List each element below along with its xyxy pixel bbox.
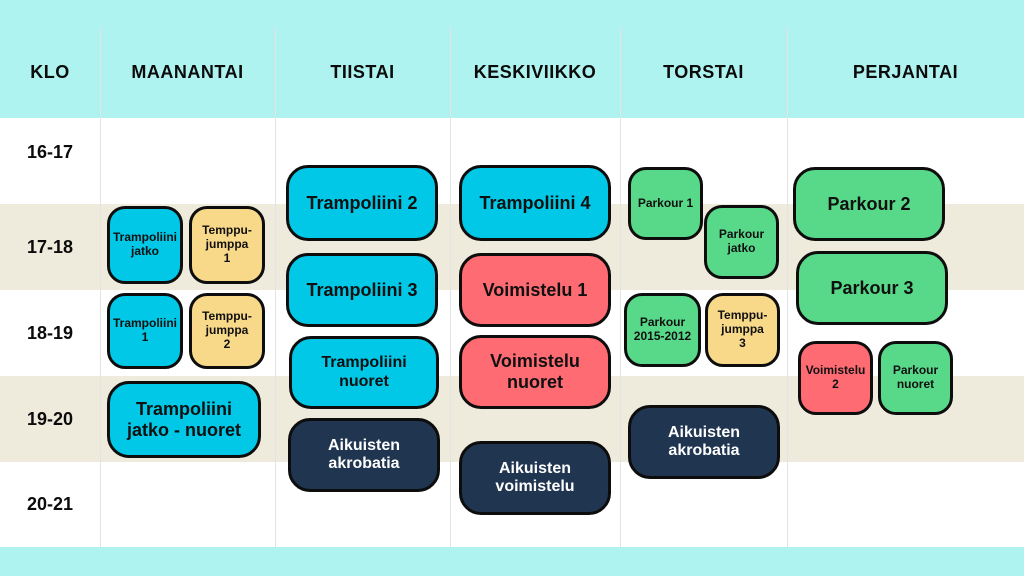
event-label: Trampoliini xyxy=(135,398,232,419)
event-parkour-3[interactable]: Parkour 3 xyxy=(796,251,948,325)
event-label: Trampoliini 2 xyxy=(306,192,418,213)
column-divider xyxy=(275,27,276,547)
time-label: 20-21 xyxy=(26,494,74,514)
time-label: 17-18 xyxy=(26,236,74,257)
event-label: Temppu- xyxy=(202,223,252,238)
event-label: Trampoliini 4 xyxy=(479,192,591,213)
column-divider xyxy=(450,27,451,547)
column-divider xyxy=(620,27,621,547)
event-label: Voimistelu xyxy=(490,351,580,372)
event-label: nuoret xyxy=(896,377,935,391)
event-label: jatko xyxy=(727,241,756,255)
event-label: Aikuisten xyxy=(667,423,740,441)
event-label: Voimistelu 1 xyxy=(482,279,588,300)
event-label: Parkour xyxy=(639,315,686,330)
event-label: Trampoliini xyxy=(112,230,177,245)
event-label: Parkour 2 xyxy=(827,193,911,214)
event-label: Temppu- xyxy=(202,309,252,324)
event-label: jumppa xyxy=(205,237,249,252)
event-label: nuoret xyxy=(507,372,563,392)
event-label: Voimistelu xyxy=(805,363,866,378)
header-tiistai: TIISTAI xyxy=(330,62,395,82)
header-row xyxy=(0,27,1024,118)
event-label: 1 xyxy=(141,330,149,344)
event-label: akrobatia xyxy=(328,455,400,472)
event-label: 2 xyxy=(832,377,839,391)
column-divider xyxy=(787,27,788,547)
event-trampoliini-3[interactable]: Trampoliini 3 xyxy=(286,253,438,327)
header-time: KLO xyxy=(30,62,70,82)
event-voimistelu-1[interactable]: Voimistelu 1 xyxy=(459,253,611,327)
header-torstai: TORSTAI xyxy=(663,62,744,82)
event-label: Parkour xyxy=(892,363,939,378)
event-parkour-2[interactable]: Parkour 2 xyxy=(793,167,945,241)
header-keskiviikko: KESKIVIIKKO xyxy=(473,62,597,82)
event-label: 1 xyxy=(223,250,231,265)
event-label: jatko xyxy=(130,244,159,258)
header-perjantai: PERJANTAI xyxy=(852,62,959,82)
event-trampoliini-2[interactable]: Trampoliini 2 xyxy=(286,165,438,241)
event-label: Parkour xyxy=(718,227,765,242)
event-trampoliini-4[interactable]: Trampoliini 4 xyxy=(459,165,611,241)
event-label: Trampoliini xyxy=(112,316,177,331)
event-label: Aikuisten xyxy=(327,436,400,454)
event-label: Parkour 3 xyxy=(830,277,914,298)
time-label: 18-19 xyxy=(26,322,74,343)
event-label: 2 xyxy=(223,336,231,351)
time-label: 19-20 xyxy=(26,408,74,429)
header-maanantai: MAANANTAI xyxy=(131,62,244,82)
event-label: Parkour 1 xyxy=(637,195,694,210)
event-label: jumppa xyxy=(721,322,764,337)
column-divider xyxy=(100,27,101,547)
event-label: Trampoliini 3 xyxy=(306,279,418,300)
event-label: akrobatia xyxy=(668,442,740,459)
event-parkour-1[interactable]: Parkour 1 xyxy=(628,167,703,240)
event-label: jumppa xyxy=(205,323,249,338)
event-label: Aikuisten xyxy=(498,459,571,477)
event-label: voimistelu xyxy=(495,478,575,495)
event-label: jatko - nuoret xyxy=(126,419,241,440)
schedule-grid: KLO MAANANTAI TIISTAI KESKIVIIKKO TORSTA… xyxy=(0,27,1024,547)
time-label: 16-17 xyxy=(26,141,74,162)
event-label: Temppu- xyxy=(717,308,768,323)
event-label: nuoret xyxy=(339,372,389,390)
event-label: 3 xyxy=(739,335,746,350)
event-label: Trampoliini xyxy=(321,354,407,372)
event-label: 2015-2012 xyxy=(633,329,692,343)
